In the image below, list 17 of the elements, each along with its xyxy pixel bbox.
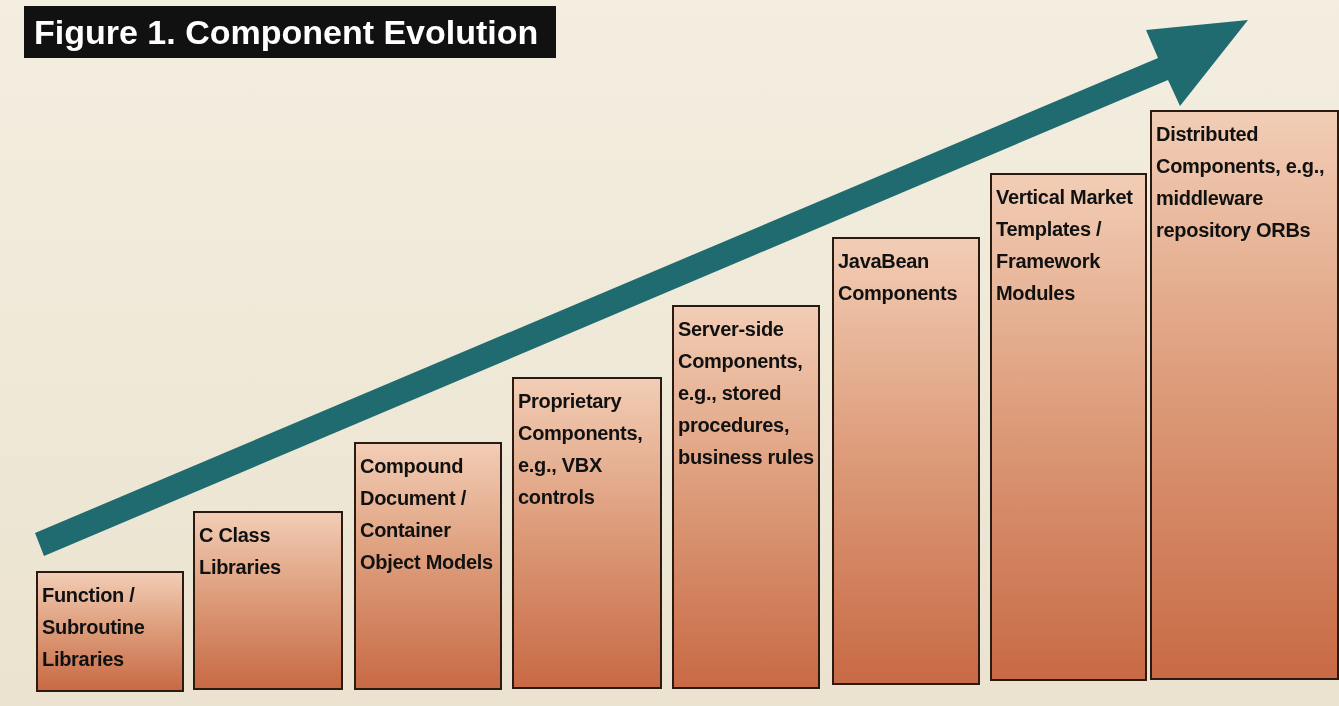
stage-box xyxy=(990,173,1147,681)
stage-box xyxy=(512,377,662,689)
stage-box xyxy=(36,571,184,692)
stage-label: C Class Libraries xyxy=(199,523,282,580)
stage-box xyxy=(1150,110,1339,680)
stage-label: Server-side Components, e.g., stored procedures, business rules xyxy=(678,317,814,470)
stage-label: Function / Subroutine Libraries xyxy=(42,583,146,672)
stage-label: Proprietary Components, e.g., VBX controls xyxy=(518,389,644,510)
stage-label: Vertical Market Templates / Framework Modules xyxy=(996,185,1134,306)
stage-label: Compound Document / Container Object Models xyxy=(360,454,494,575)
figure-title: Figure 1. Component Evolution xyxy=(24,6,557,58)
stage-label: JavaBean Components xyxy=(838,249,959,306)
stage-box xyxy=(672,305,820,689)
stage-box xyxy=(354,442,502,690)
stage-box xyxy=(832,237,980,685)
stage-box xyxy=(193,511,343,690)
stage-label: Distributed Components, e.g., middleware repository ORBs xyxy=(1156,122,1326,243)
